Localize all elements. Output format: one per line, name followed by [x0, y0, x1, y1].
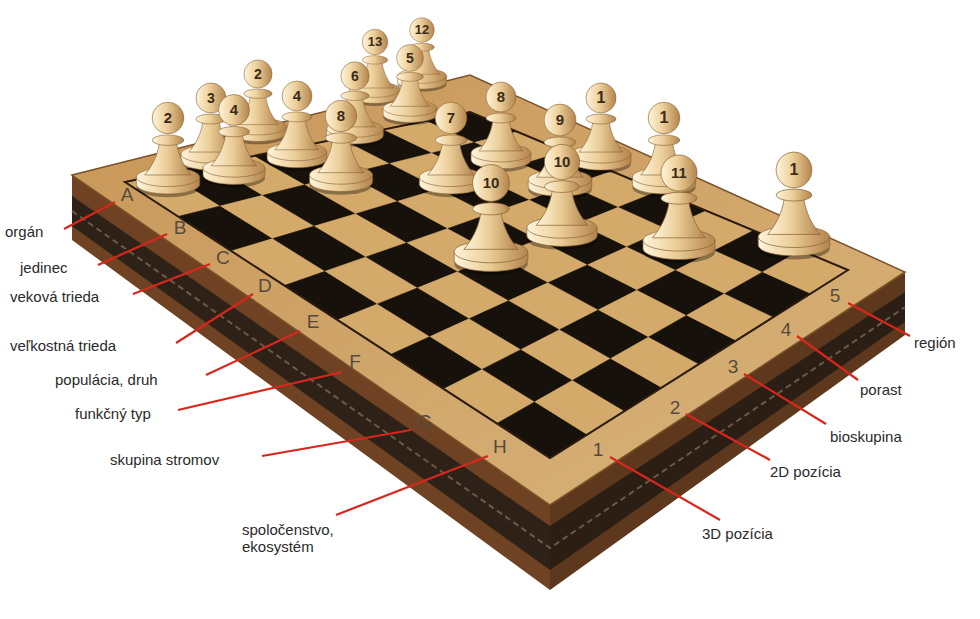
level-label: 3D pozícia — [702, 525, 773, 542]
callout-number: 8 — [337, 107, 345, 124]
board-border — [125, 112, 848, 458]
level-label: 2D pozícia — [770, 463, 841, 480]
callout-number: 2 — [164, 109, 172, 126]
board-coordinate: 4 — [781, 319, 792, 341]
callout-number: 12 — [415, 23, 429, 38]
leader-line — [610, 457, 720, 520]
callout-number: 5 — [406, 50, 414, 66]
leader-line — [133, 264, 210, 294]
callout-number: 13 — [368, 35, 382, 50]
level-label: spoločenstvo, ekosystém — [242, 521, 362, 556]
board-coordinate: F — [349, 351, 361, 373]
callout-number: 3 — [207, 90, 215, 106]
level-label: skupina stromov — [110, 451, 219, 468]
board-coordinate: 2 — [670, 397, 681, 419]
pawn-piece — [267, 81, 327, 171]
callout-number: 7 — [447, 109, 455, 126]
board-coordinate: 3 — [728, 356, 739, 378]
callout-number: 10 — [483, 174, 500, 191]
pawn-piece — [136, 102, 199, 197]
board-coordinate: 5 — [830, 285, 841, 307]
pawn-piece — [643, 155, 715, 263]
leader-line — [98, 234, 167, 265]
board-coordinate: G — [418, 411, 433, 433]
callout-number: 9 — [556, 111, 564, 128]
level-label: bioskupina — [830, 428, 902, 445]
pawn-piece — [758, 152, 830, 259]
leader-line — [744, 374, 826, 424]
callout-number: 1 — [660, 109, 669, 127]
callout-number: 1 — [790, 161, 799, 179]
level-label: orgán — [5, 223, 43, 240]
leader-line — [336, 456, 488, 515]
pawn-piece — [454, 165, 528, 276]
leader-line — [797, 336, 858, 380]
callout-number: 2 — [254, 66, 262, 82]
leader-line — [178, 372, 342, 410]
callout-number: 10 — [554, 153, 571, 170]
pawn-pieces — [136, 18, 829, 275]
callout-number: 4 — [230, 101, 238, 118]
leader-line — [686, 414, 770, 460]
board-coordinate: D — [258, 275, 272, 297]
leader-line — [176, 294, 253, 343]
pawn-piece — [203, 95, 265, 188]
pawn-piece — [528, 104, 592, 199]
callout-number: 1 — [597, 89, 606, 107]
pawn-piece — [527, 144, 597, 249]
callout-number: 4 — [293, 87, 301, 104]
checkerboard — [125, 112, 848, 458]
board-coordinate: C — [216, 247, 230, 269]
level-label: región — [914, 334, 956, 351]
pawn-piece — [471, 82, 531, 172]
leader-line — [64, 202, 115, 229]
callout-number: 8 — [497, 88, 505, 105]
leader-line — [206, 331, 300, 375]
leader-line — [262, 430, 411, 456]
callout-number: 11 — [671, 164, 687, 181]
board-coordinate: A — [121, 184, 134, 206]
pawn-piece — [571, 83, 631, 173]
level-label: veková trieda — [10, 288, 99, 305]
level-label: veľkostná trieda — [10, 337, 116, 354]
callout-number: 6 — [351, 68, 359, 84]
board-coordinate: B — [174, 217, 187, 239]
frame-top — [72, 75, 905, 505]
pawn-piece — [397, 18, 446, 92]
board-coordinate: E — [307, 311, 320, 333]
level-label: jedinec — [20, 259, 68, 276]
pawn-piece — [383, 45, 437, 126]
pawn-piece — [310, 100, 373, 194]
leader-line — [848, 303, 910, 336]
level-label: populácia, druh — [55, 371, 158, 388]
board-coordinate: H — [493, 436, 507, 458]
level-label: porast — [860, 381, 902, 398]
board-coordinate: 1 — [593, 439, 604, 461]
level-label: funkčný typ — [75, 405, 151, 422]
